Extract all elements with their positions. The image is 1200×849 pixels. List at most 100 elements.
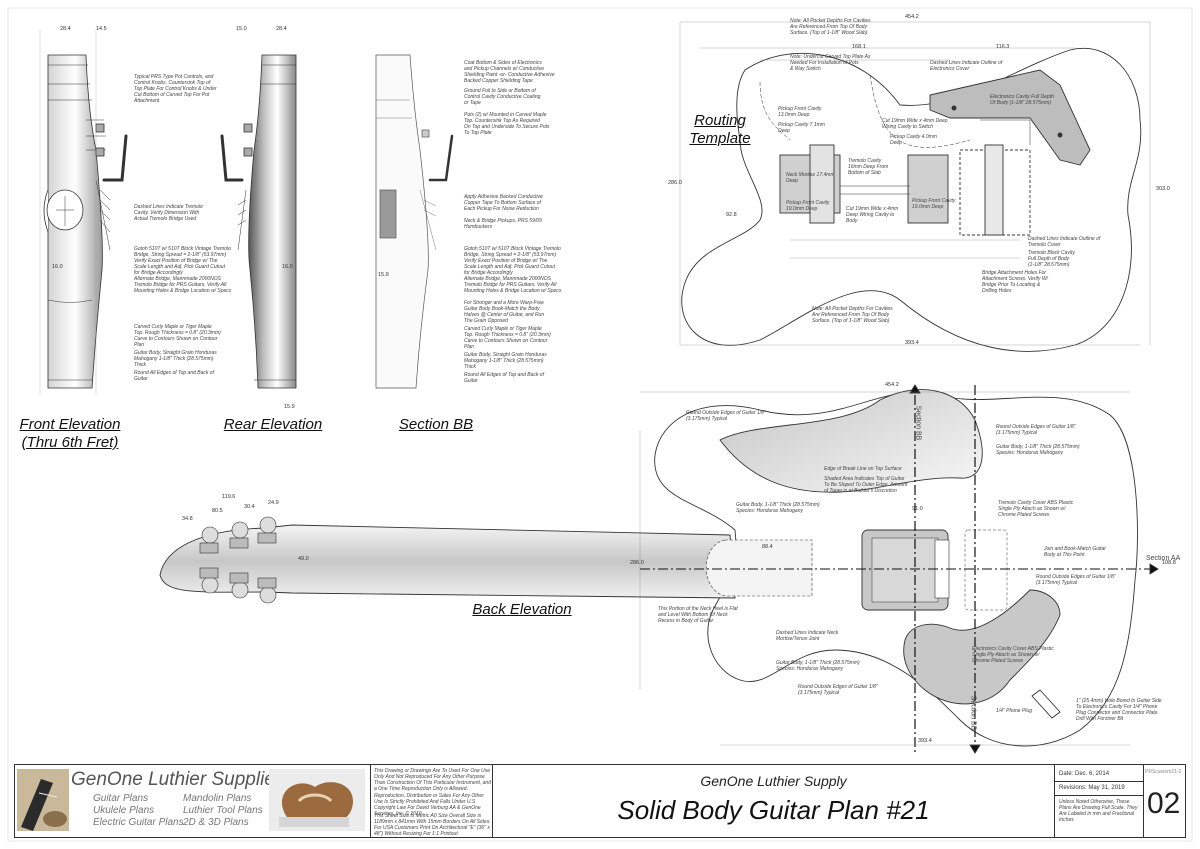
note-shielding: Coat Bottom & Sides of Electronics and P… — [464, 60, 555, 84]
note-top-carve: Typical PRS Type Pot Controls, and Contr… — [134, 74, 217, 104]
note-jack-hole: 1" (25.4mm) Hole Bored In Guitar Side To… — [1076, 698, 1162, 722]
dim-back-width: 454.2 — [885, 382, 899, 388]
note-pots: Pots (2) w/ Mounted in Carved Maple Top.… — [464, 112, 550, 136]
note-stronger: For Stronger and a More Warp-Free Guitar… — [464, 300, 545, 324]
dim-front-side: 14.5 — [96, 26, 107, 32]
note-bridge-holes: Bridge Attachment Holes For Attachment S… — [982, 270, 1048, 294]
title-cell: GenOne Luthier Supply Solid Body Guitar … — [493, 765, 1055, 837]
brand-item-guitar-plans: Guitar Plans — [93, 793, 149, 804]
meta-divider-2 — [1055, 795, 1143, 796]
brand-item-tool-plans: Luthier Tool Plans — [183, 805, 263, 816]
note-join-book: Join and Book-Match Guitar Body at This … — [1044, 546, 1106, 558]
note-pickup-cavity-7: Pickup Cavity 7.1mm Deep — [778, 122, 825, 134]
rear-elevation-title: Rear Elevation — [223, 416, 323, 433]
note-carved-top-2: Carved Curly Maple or Tiger Maple Top. R… — [464, 326, 551, 350]
tuner-pegs — [199, 516, 277, 604]
note-electronics-cover: Electronics Cavity Cover ABS Plastic Sin… — [972, 646, 1054, 664]
note-round-outside-2: Round Outside Edges of Guitar 1/8" (3.17… — [996, 424, 1076, 436]
meta-divider-1 — [1055, 781, 1143, 782]
back-elevation-drawing — [159, 384, 1159, 755]
note-dashed-trem-cover: Dashed Lines Indicate Outline of Tremolo… — [1028, 236, 1101, 248]
brand-cell: GenOne Luthier Supplies Guitar Plans Uku… — [15, 765, 371, 837]
dim-template-b: 116.3 — [996, 44, 1010, 50]
file-field: PRScustom21-2 — [1145, 769, 1182, 775]
dim-trem-2: 108.8 — [1162, 560, 1176, 566]
routing-label: Routing — [694, 112, 746, 129]
section-bb-mark-bottom: Section BB — [969, 695, 977, 731]
dim-headstock-width: 119.6 — [222, 494, 236, 500]
note-edge-break: Edge of Break Line on Top Surface — [824, 466, 902, 472]
rear-elevation-drawing — [220, 54, 297, 389]
note-guitar-body: Guitar Body, Straight Grain Honduras Mah… — [134, 350, 217, 368]
note-gotoh: Gotoh 510T w/ 510T Block Vintage Tremolo… — [134, 246, 231, 276]
dim-neck-end: 88.4 — [762, 544, 773, 550]
note-underside: Note: Undercut Carved Top Plate As Neede… — [790, 54, 871, 72]
routing-template-drawing — [679, 21, 1151, 352]
date-field: Date: Dec. 6, 2014 — [1059, 771, 1110, 777]
brand-item-ukulele-plans: Ukulele Plans — [93, 805, 155, 816]
legal-text-2: Reproduction, Distribution or Sales For … — [374, 793, 484, 817]
legal-text-1: This Drawing or Drawings Are To Used For… — [374, 768, 491, 792]
brand-item-mandolin-plans: Mandolin Plans — [183, 793, 252, 804]
note-round-edges-2: Round All Edges of Top and Back of Guita… — [464, 372, 544, 384]
dim-template-right: 303.0 — [1156, 186, 1170, 192]
note-round-outside-3: Round Outside Edges of Guitar 1/8" (3.17… — [1036, 574, 1116, 586]
note-neck-heel: This Portion of the Neck Heel is Flat an… — [658, 606, 738, 624]
section-bb-title: Section BB — [398, 416, 474, 433]
note-pickup-front-19: Pickup Front Cavity 19.0mm Deep — [786, 200, 830, 212]
template-label: Template — [689, 130, 751, 147]
note-carved-top: Carved Curly Maple or Tiger Maple Top. R… — [134, 324, 221, 348]
dim-rear-bottom: 15.9 — [284, 404, 295, 410]
dim-trem-1: 91.0 — [912, 506, 923, 512]
note-ground-foil: Ground Foil to Side or Bottom of Control… — [464, 88, 541, 106]
title-block: GenOne Luthier Supplies Guitar Plans Uku… — [14, 764, 1186, 838]
note-dashed-electronics: Dashed Lines Indicate Outline of Electro… — [930, 60, 1003, 72]
note-cut-channel: Cut 19mm Wide x 4mm Deep Wiring Cavity t… — [846, 206, 899, 224]
note-tremolo-block: Tremolo Block Cavity Full Depth of Body … — [1028, 250, 1075, 268]
sheet-border — [7, 7, 1193, 842]
note-round-edges: Round All Edges of Top and Back of Guita… — [134, 370, 214, 382]
meta-cell: Date: Dec. 6, 2014 PRScustom21-2 Revisio… — [1055, 765, 1185, 837]
dim-template-bottom: 393.4 — [905, 340, 919, 346]
dim-template-neck: 92.8 — [726, 212, 737, 218]
dim-headstock-4: 34.8 — [182, 516, 193, 522]
dim-rear-top-2: 28.4 — [276, 26, 287, 32]
section-bb-drawing — [375, 54, 454, 389]
note-neck-mortise: Neck Mortise 17.4mm Deep — [786, 172, 835, 184]
note-body-honduras-2: Guitar Body, 1-1/8" Thick (28.575mm) Spe… — [996, 444, 1080, 456]
note-dashed-tremolo: Dashed Lines Indicate Tremolo Cavity. Ve… — [134, 204, 203, 222]
dim-rear-mid: 16.0 — [282, 264, 293, 270]
front-elevation-drawing — [39, 30, 128, 395]
legal-cell: This Drawing or Drawings Are To Used For… — [371, 765, 493, 837]
note-gotoh-2: Gotoh 510T w/ 510T Block Vintage Tremolo… — [464, 246, 561, 276]
note-alt-bridge: Alternate Bridge, Mannmade 2000NOS Tremo… — [134, 276, 232, 294]
company-name: GenOne Luthier Supply — [700, 773, 847, 789]
dim-front-top: 28.4 — [60, 26, 71, 32]
brand-item-2d-3d-plans: 2D & 3D Plans — [183, 817, 249, 828]
dim-headstock-3: 24.9 — [268, 500, 279, 506]
dim-front-mid: 16.0 — [52, 264, 63, 270]
dim-template-a: 168.1 — [852, 44, 866, 50]
note-body-honduras: Guitar Body, 1-1/8" Thick (28.575mm) Spe… — [736, 502, 820, 514]
dim-template-width: 454.2 — [905, 14, 919, 20]
back-elevation-title: Back Elevation — [472, 601, 572, 618]
dim-back-height: 286.0 — [630, 560, 644, 566]
note-pocket-depths: Note: All Pocket Depths For Cavities Are… — [790, 18, 871, 36]
note-shaded-area: Shaded Area Indicates Top of Guitar To B… — [824, 476, 908, 494]
note-pickup-4mm: Pickup Cavity 4.0mm Deep — [890, 134, 937, 146]
guitar-body-photo-icon — [269, 769, 365, 831]
note-tremolo-cavity: Tremolo Cavity 16mm Deep From Bottom of … — [848, 158, 889, 176]
note-pocket-depths-2: Note: All Pocket Depths For Cavities Are… — [812, 306, 893, 324]
note-body-honduras-3: Guitar Body, 1-1/8" Thick (28.575mm) Spe… — [776, 660, 860, 672]
note-wiring-cut: Cut 19mm Wide x 4mm Deep Wiring Cavity t… — [882, 118, 948, 130]
section-bb-mark-top: Section BB — [914, 405, 922, 441]
front-elevation-title: Front Elevation(Thru 6th Fret) — [10, 416, 130, 452]
meta-divider-3 — [1143, 765, 1144, 837]
brand-item-electric-plans: Electric Guitar Plans — [93, 817, 184, 828]
front-elevation-label: Front Elevation — [19, 416, 121, 433]
dim-section-mid: 15.9 — [378, 272, 389, 278]
legal-text-3: This Sheet Size Is Metric A0 Size Overal… — [374, 813, 491, 837]
front-elevation-sublabel: (Thru 6th Fret) — [21, 434, 119, 451]
